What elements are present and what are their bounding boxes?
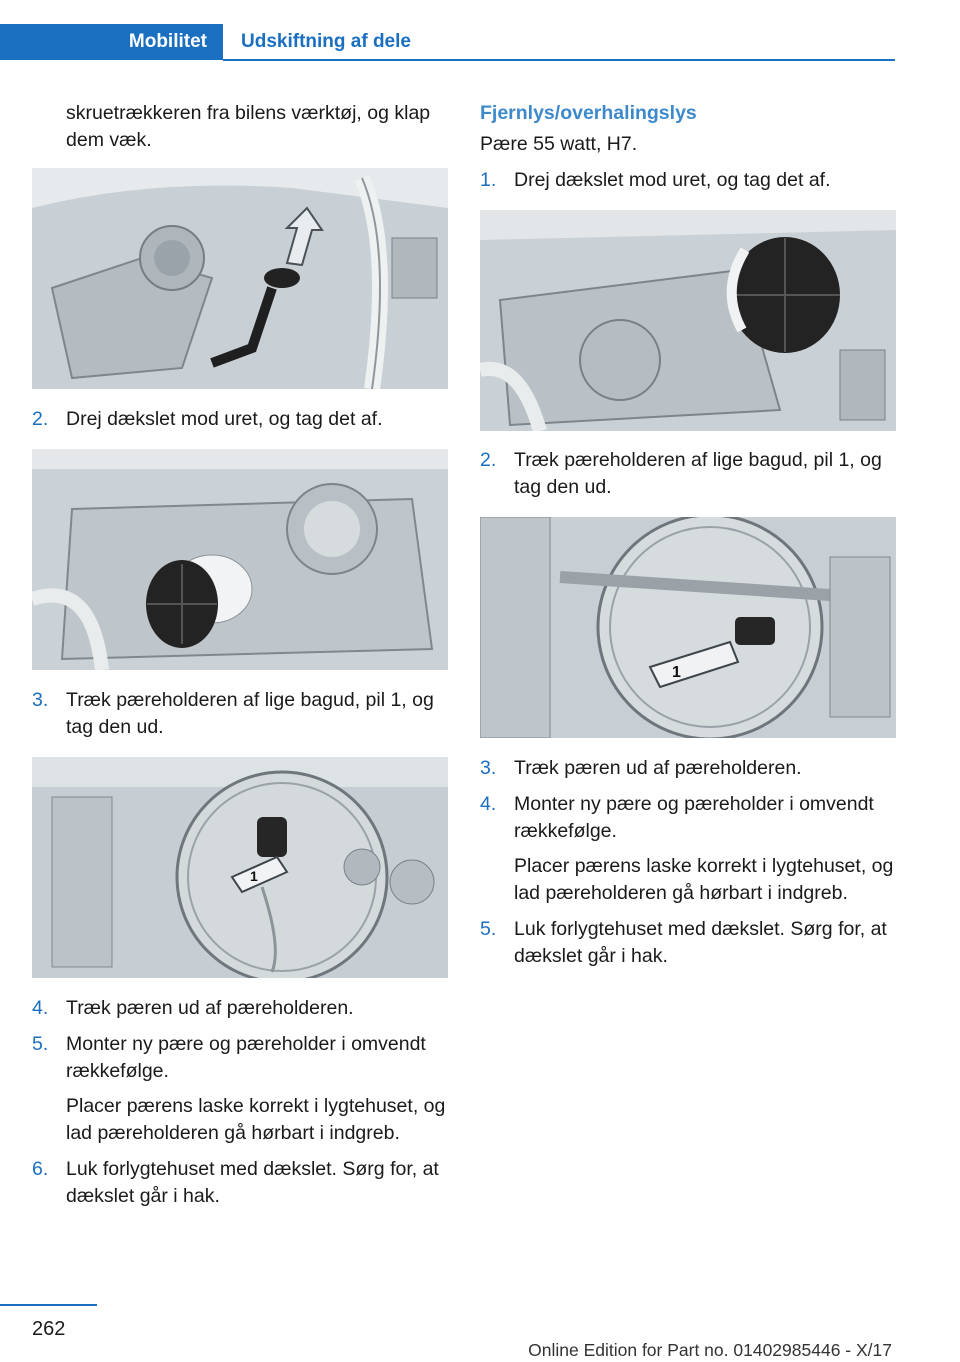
step-item: 1. Drej dækslet mod uret, og tag det af. xyxy=(480,167,897,194)
step-text: Drej dækslet mod uret, og tag det af. xyxy=(66,408,383,430)
step-text: Træk pæreholderen af lige bagud, pil 1, … xyxy=(66,689,434,738)
step-number: 3. xyxy=(32,689,49,711)
edition-note: Online Edition for Part no. 01402985446 … xyxy=(528,1340,892,1360)
arrow-label: 1 xyxy=(250,868,258,884)
step-item: 2. Drej dækslet mod uret, og tag det af. xyxy=(32,406,449,433)
step-text: Træk pæren ud af pæreholderen. xyxy=(514,757,802,779)
step-number: 1. xyxy=(480,169,497,191)
step-text: Monter ny pære og pæreholder i omvendt r… xyxy=(66,1033,426,1082)
step-number: 2. xyxy=(32,408,49,430)
bulb-spec: Pære 55 watt, H7. xyxy=(480,133,638,155)
step-text: Drej dækslet mod uret, og tag det af. xyxy=(514,169,831,191)
step-text: Luk forlygtehuset med dækslet. Sørg for,… xyxy=(66,1158,439,1207)
intro-text: skruetrækkeren fra bilens værktøj, og kl… xyxy=(66,102,431,151)
step-number: 5. xyxy=(480,918,497,940)
figure-bulb-holder: 1 xyxy=(32,757,448,978)
page-header: Mobilitet Udskiftning af dele xyxy=(0,24,895,62)
step-text: Luk forlygtehuset med dækslet. Sørg for,… xyxy=(514,918,887,967)
step-item: 3. Træk pæreholderen af lige bagud, pil … xyxy=(32,687,449,741)
chapter-title: Udskiftning af dele xyxy=(241,31,411,52)
step-item: 3. Træk pæren ud af pæreholderen. xyxy=(480,755,897,782)
step-subtext: Placer pærens laske korrekt i lygtehuset… xyxy=(66,1095,446,1144)
step-number: 6. xyxy=(32,1158,49,1180)
step-number: 2. xyxy=(480,449,497,471)
step-number: 4. xyxy=(32,997,49,1019)
header-rule xyxy=(223,59,895,61)
step-subtext: Placer pærens laske korrekt i lygtehuset… xyxy=(514,855,894,904)
step-item: 5. Monter ny pære og pæreholder i omvend… xyxy=(32,1031,449,1085)
step-text: Træk pæreholderen af lige bagud, pil 1, … xyxy=(514,449,882,498)
left-column: skruetrækkeren fra bilens værktøj, og kl… xyxy=(32,100,449,1210)
footer-rule xyxy=(0,1304,97,1306)
step-item: 5. Luk forlygtehuset med dækslet. Sørg f… xyxy=(480,916,897,970)
figure-lever-removal xyxy=(32,168,448,389)
section-heading: Fjernlys/overhalingslys xyxy=(480,102,697,124)
arrow-label: 1 xyxy=(672,664,681,681)
right-column: Fjernlys/overhalingslys Pære 55 watt, H7… xyxy=(480,100,897,970)
step-item: 4. Monter ny pære og pæreholder i omvend… xyxy=(480,791,897,845)
step-text: Træk pæren ud af pæreholderen. xyxy=(66,997,354,1019)
figure-cover-turn xyxy=(32,449,448,670)
step-item: 4. Træk pæren ud af pæreholderen. xyxy=(32,995,449,1022)
step-number: 5. xyxy=(32,1033,49,1055)
figure-highbeam-holder: 1 xyxy=(480,517,896,738)
step-text: Monter ny pære og pæreholder i omvendt r… xyxy=(514,793,874,842)
section-tab: Mobilitet xyxy=(0,24,223,60)
figure-highbeam-cover xyxy=(480,210,896,431)
step-item: 2. Træk pæreholderen af lige bagud, pil … xyxy=(480,447,897,501)
step-item: 6. Luk forlygtehuset med dækslet. Sørg f… xyxy=(32,1156,449,1210)
step-number: 4. xyxy=(480,793,497,815)
step-number: 3. xyxy=(480,757,497,779)
page-number: 262 xyxy=(32,1318,66,1340)
